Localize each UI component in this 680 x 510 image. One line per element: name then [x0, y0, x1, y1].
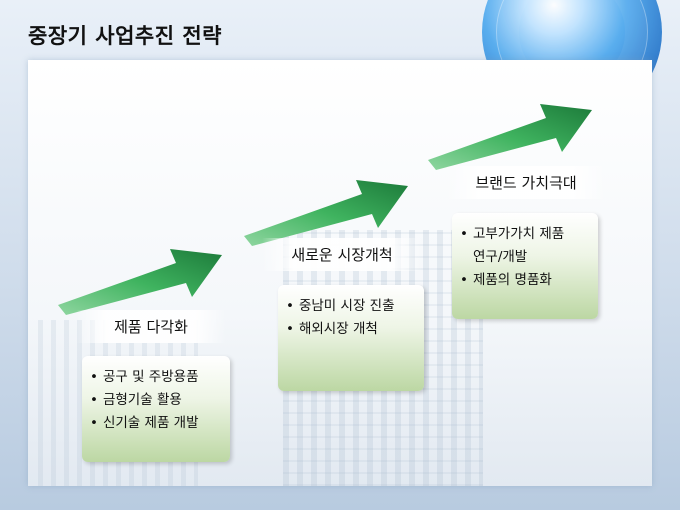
stage-label-3: 브랜드 가치극대: [446, 166, 606, 199]
list-item: 연구/개발: [473, 249, 528, 265]
stage-label-1: 제품 다각화: [76, 310, 226, 343]
stage-box-3: •고부가가치 제품 연구/개발 •제품의 명품화: [452, 213, 598, 319]
list-item: •중남미 시장 진출: [286, 298, 395, 314]
list-item: •금형기술 활용: [90, 392, 182, 408]
content-panel: 제품 다각화 •공구 및 주방용품 •금형기술 활용 •신기술 제품 개발 새로…: [28, 60, 652, 486]
stage-label-2: 새로운 시장개척: [262, 238, 422, 271]
arrow-icon-stage1: [58, 249, 222, 315]
arrow-icon-stage2: [244, 180, 408, 246]
stage-box-1: •공구 및 주방용품 •금형기술 활용 •신기술 제품 개발: [82, 356, 230, 462]
slide-title: 중장기 사업추진 전략: [28, 24, 223, 48]
list-item: •신기술 제품 개발: [90, 415, 199, 431]
arrow-icon-stage3: [428, 104, 592, 170]
list-item: •제품의 명품화: [460, 272, 552, 288]
stage-box-2: •중남미 시장 진출 •해외시장 개척: [278, 285, 424, 391]
list-item: •해외시장 개척: [286, 321, 378, 337]
list-item: •고부가가치 제품: [460, 226, 565, 242]
list-item: •공구 및 주방용품: [90, 369, 199, 385]
